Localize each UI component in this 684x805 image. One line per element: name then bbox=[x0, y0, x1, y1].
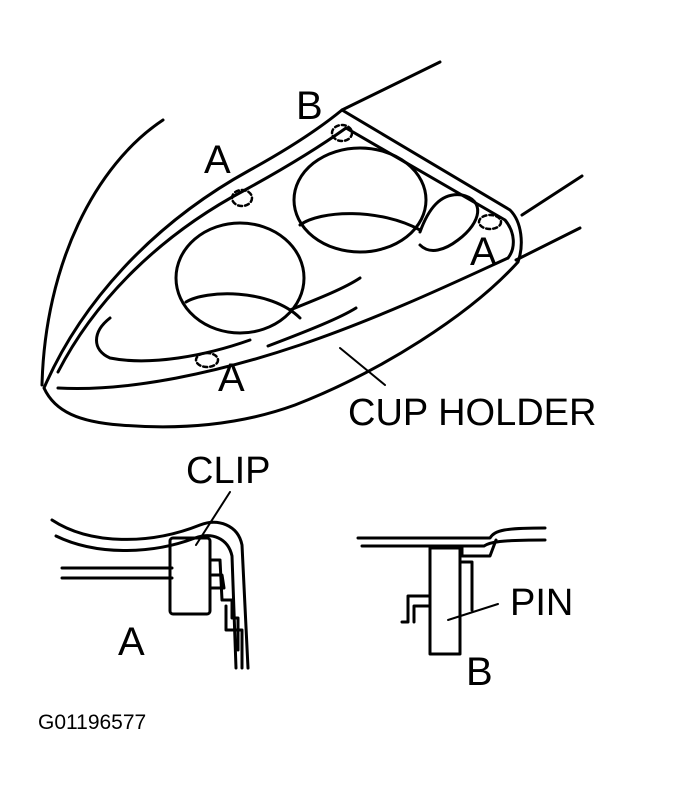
hidden-fastener-markers bbox=[194, 123, 503, 369]
left-cup-well bbox=[174, 221, 306, 335]
cup-holder-lower-rim bbox=[56, 256, 510, 390]
panel-step-b bbox=[460, 538, 498, 558]
clip-catch-inner bbox=[208, 573, 226, 590]
console-left-arc bbox=[40, 118, 165, 387]
right-cup-well-inner bbox=[298, 212, 422, 232]
clip-marker-a-bottom bbox=[194, 351, 220, 369]
label-clip-location-a-left: A bbox=[204, 138, 231, 182]
console-rail-top bbox=[340, 60, 442, 112]
detail-b-pin bbox=[356, 526, 547, 656]
label-detail-b: B bbox=[466, 650, 493, 694]
front-seam-2 bbox=[288, 276, 362, 312]
clip-body bbox=[168, 536, 212, 616]
label-clip-location-a-bottom: A bbox=[218, 356, 245, 400]
label-cup-holder: CUP HOLDER bbox=[348, 392, 597, 434]
console-rail-right-2 bbox=[514, 226, 582, 262]
label-detail-a: A bbox=[118, 620, 145, 664]
label-clip: CLIP bbox=[186, 450, 271, 492]
detail-a-clip bbox=[50, 491, 250, 670]
pin-leader bbox=[447, 603, 499, 621]
cup-holder-outline bbox=[42, 108, 523, 429]
pin-shaft bbox=[428, 546, 462, 656]
front-seam-1 bbox=[266, 306, 358, 348]
panel-surface-a bbox=[50, 518, 250, 670]
pin-marker-b bbox=[330, 123, 354, 143]
label-pin: PIN bbox=[510, 582, 574, 624]
clip-marker-a-right bbox=[477, 213, 503, 231]
cup-holder-upper-rim bbox=[56, 126, 515, 374]
base-recess bbox=[95, 316, 252, 363]
left-cup-well-inner bbox=[184, 292, 302, 320]
console-rail-right-1 bbox=[520, 174, 584, 217]
side-compartment bbox=[418, 193, 480, 252]
label-clip-location-a-right: A bbox=[470, 230, 497, 274]
cup-holder-assembly bbox=[40, 60, 584, 429]
pin-bracket-left-inner bbox=[412, 604, 432, 624]
clip-marker-a-left bbox=[230, 188, 254, 208]
bracket-a bbox=[224, 604, 244, 670]
panel-surface-b-lower bbox=[360, 538, 547, 548]
pin-bracket-right bbox=[458, 560, 474, 612]
clip-leader bbox=[195, 491, 231, 546]
pin-bracket-left bbox=[400, 594, 432, 624]
right-cup-well bbox=[292, 146, 428, 254]
panel-surface-b bbox=[356, 526, 547, 540]
clip-catch bbox=[208, 558, 240, 652]
label-pin-location-b: B bbox=[296, 84, 323, 128]
figure-code: G01196577 bbox=[38, 711, 147, 734]
cup-holder-leader bbox=[339, 347, 386, 386]
panel-surface-a-inner bbox=[54, 534, 238, 670]
